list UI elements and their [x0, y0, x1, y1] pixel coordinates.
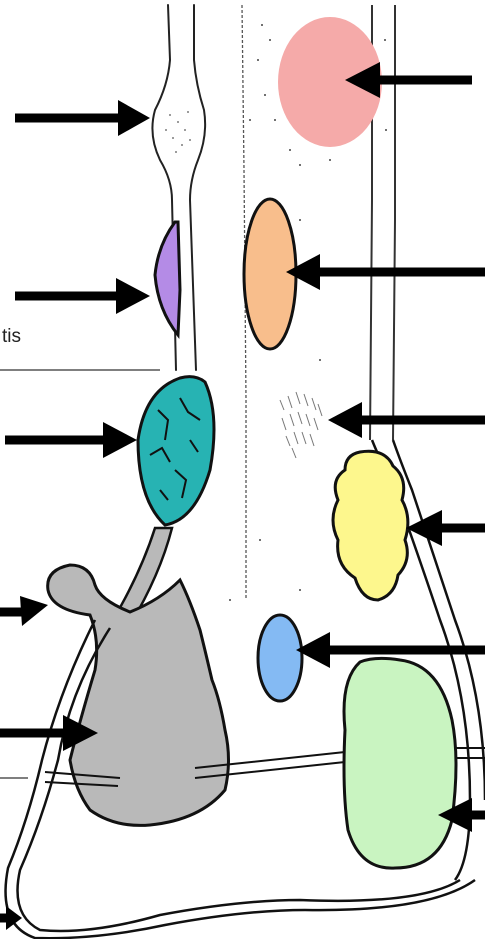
arrow-orange-oval: [286, 254, 485, 290]
partial-label: tis: [2, 326, 21, 348]
arrow-gray-knob: [0, 596, 48, 626]
teal-bulb: [138, 377, 214, 525]
arrow-purple-lesion: [15, 278, 150, 314]
horizontal-duct-far-right: [455, 748, 485, 758]
arrow-yellow-gland: [406, 510, 485, 546]
hatched-patch: [280, 392, 322, 458]
yellow-gland: [333, 451, 408, 600]
blue-oval: [258, 615, 302, 701]
arrow-hatched-patch: [328, 402, 485, 438]
arrow-teal-bulb: [5, 422, 137, 458]
purple-lesion: [155, 222, 180, 335]
arrow-bottom-left: [0, 906, 22, 930]
orange-oval: [244, 199, 296, 349]
arrow-shaft-bulge: [15, 100, 150, 136]
shaft-bulge-stipple: [165, 111, 191, 153]
right-column-right-edge-2: [393, 5, 395, 440]
green-gland: [344, 658, 456, 868]
